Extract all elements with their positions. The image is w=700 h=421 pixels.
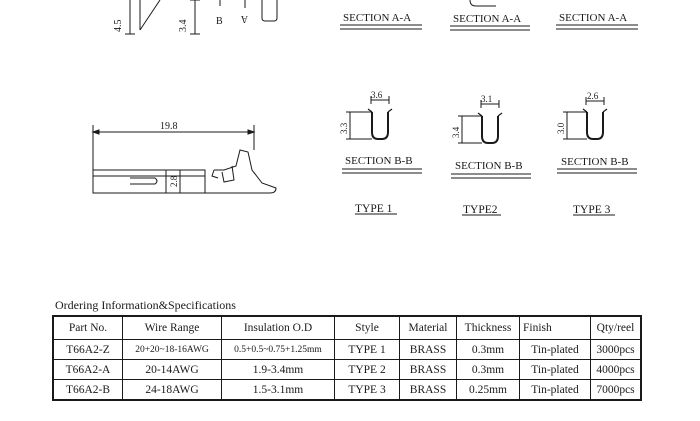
cell-thickness: 0.3mm bbox=[456, 339, 520, 360]
header-wire-range: Wire Range bbox=[122, 316, 222, 340]
cell-part-no: T66A2-Z bbox=[53, 339, 123, 360]
cell-material: BRASS bbox=[399, 339, 457, 360]
section-bb-label-3: SECTION B-B bbox=[561, 156, 629, 168]
cell-material: BRASS bbox=[399, 379, 457, 400]
cell-material: BRASS bbox=[399, 359, 457, 380]
cell-insulation-od: 1.9-3.4mm bbox=[221, 359, 335, 380]
width-dim-type3: 2.6 bbox=[587, 91, 599, 101]
cell-insulation-od: 1.5-3.1mm bbox=[221, 379, 335, 400]
width-dim-type1: 3.6 bbox=[371, 90, 383, 100]
cell-wire-range: 20+20~18-16AWG bbox=[122, 339, 222, 360]
cell-finish: Tin-plated bbox=[519, 359, 591, 380]
terminal-length-dim: 19.8 bbox=[160, 121, 178, 132]
cell-qty-reel: 7000pcs bbox=[590, 379, 641, 400]
ordering-title: Ordering Information&Specifications bbox=[55, 298, 236, 312]
top-partial-outline bbox=[139, 0, 161, 31]
height-dim-type2: 3.4 bbox=[451, 126, 461, 138]
cell-wire-range: 24-18AWG bbox=[122, 379, 222, 400]
spec-table: Part No. Wire Range Insulation O.D Style… bbox=[52, 315, 642, 401]
terminal-side-view bbox=[91, 125, 277, 194]
header-material: Material bbox=[399, 316, 457, 340]
profile-type1 bbox=[371, 112, 389, 140]
section-bb-label-2: SECTION B-B bbox=[455, 160, 523, 172]
table-header-row: Part No. Wire Range Insulation O.D Style… bbox=[53, 316, 641, 340]
cell-thickness: 0.3mm bbox=[456, 359, 520, 380]
terminal-height-dim: 2.8 bbox=[169, 175, 179, 187]
height-dim-type3: 3.0 bbox=[556, 122, 566, 134]
type-label-1: TYPE 1 bbox=[355, 203, 393, 215]
header-style: Style bbox=[334, 316, 400, 340]
label-a: A bbox=[240, 13, 248, 24]
profile-type2 bbox=[481, 116, 499, 144]
section-aa-shape-2 bbox=[469, 0, 496, 7]
section-bb-label-1: SECTION B-B bbox=[345, 155, 413, 167]
header-qty-reel: Qty/reel bbox=[590, 316, 641, 340]
cell-part-no: T66A2-A bbox=[53, 359, 123, 380]
section-aa-label-1: SECTION A-A bbox=[343, 12, 411, 24]
height-dim-type1: 3.3 bbox=[339, 122, 349, 134]
cell-qty-reel: 3000pcs bbox=[590, 339, 641, 360]
section-aa-label-3: SECTION A-A bbox=[559, 12, 627, 24]
dim-4-5: 4.5 bbox=[113, 20, 124, 33]
cell-finish: Tin-plated bbox=[519, 379, 591, 400]
label-b: B bbox=[216, 16, 223, 27]
header-insulation-od: Insulation O.D bbox=[221, 316, 335, 340]
table-row: T66A2-A 20-14AWG 1.9-3.4mm TYPE 2 BRASS … bbox=[53, 359, 641, 380]
cell-finish: Tin-plated bbox=[519, 339, 591, 360]
table-row: T66A2-Z 20+20~18-16AWG 0.5+0.5~0.75+1.25… bbox=[53, 339, 641, 360]
dim-3-4: 3.4 bbox=[178, 20, 189, 33]
table-row: T66A2-B 24-18AWG 1.5-3.1mm TYPE 3 BRASS … bbox=[53, 379, 641, 400]
cell-style: TYPE 3 bbox=[334, 379, 400, 400]
cell-qty-reel: 4000pcs bbox=[590, 359, 641, 380]
cell-part-no: T66A2-B bbox=[53, 379, 123, 400]
profile-type3 bbox=[586, 112, 604, 140]
cell-wire-range: 20-14AWG bbox=[122, 359, 222, 380]
type-label-2: TYPE2 bbox=[463, 204, 498, 216]
cell-insulation-od: 0.5+0.5~0.75+1.25mm bbox=[221, 339, 335, 360]
cell-thickness: 0.25mm bbox=[456, 379, 520, 400]
width-dim-type2: 3.1 bbox=[481, 94, 492, 104]
type-label-3: TYPE 3 bbox=[573, 204, 611, 216]
section-aa-label-2: SECTION A-A bbox=[453, 13, 521, 25]
header-finish: Finish bbox=[519, 316, 591, 340]
header-part-no: Part No. bbox=[53, 316, 123, 340]
cell-style: TYPE 2 bbox=[334, 359, 400, 380]
header-thickness: Thickness bbox=[456, 316, 520, 340]
cell-style: TYPE 1 bbox=[334, 339, 400, 360]
